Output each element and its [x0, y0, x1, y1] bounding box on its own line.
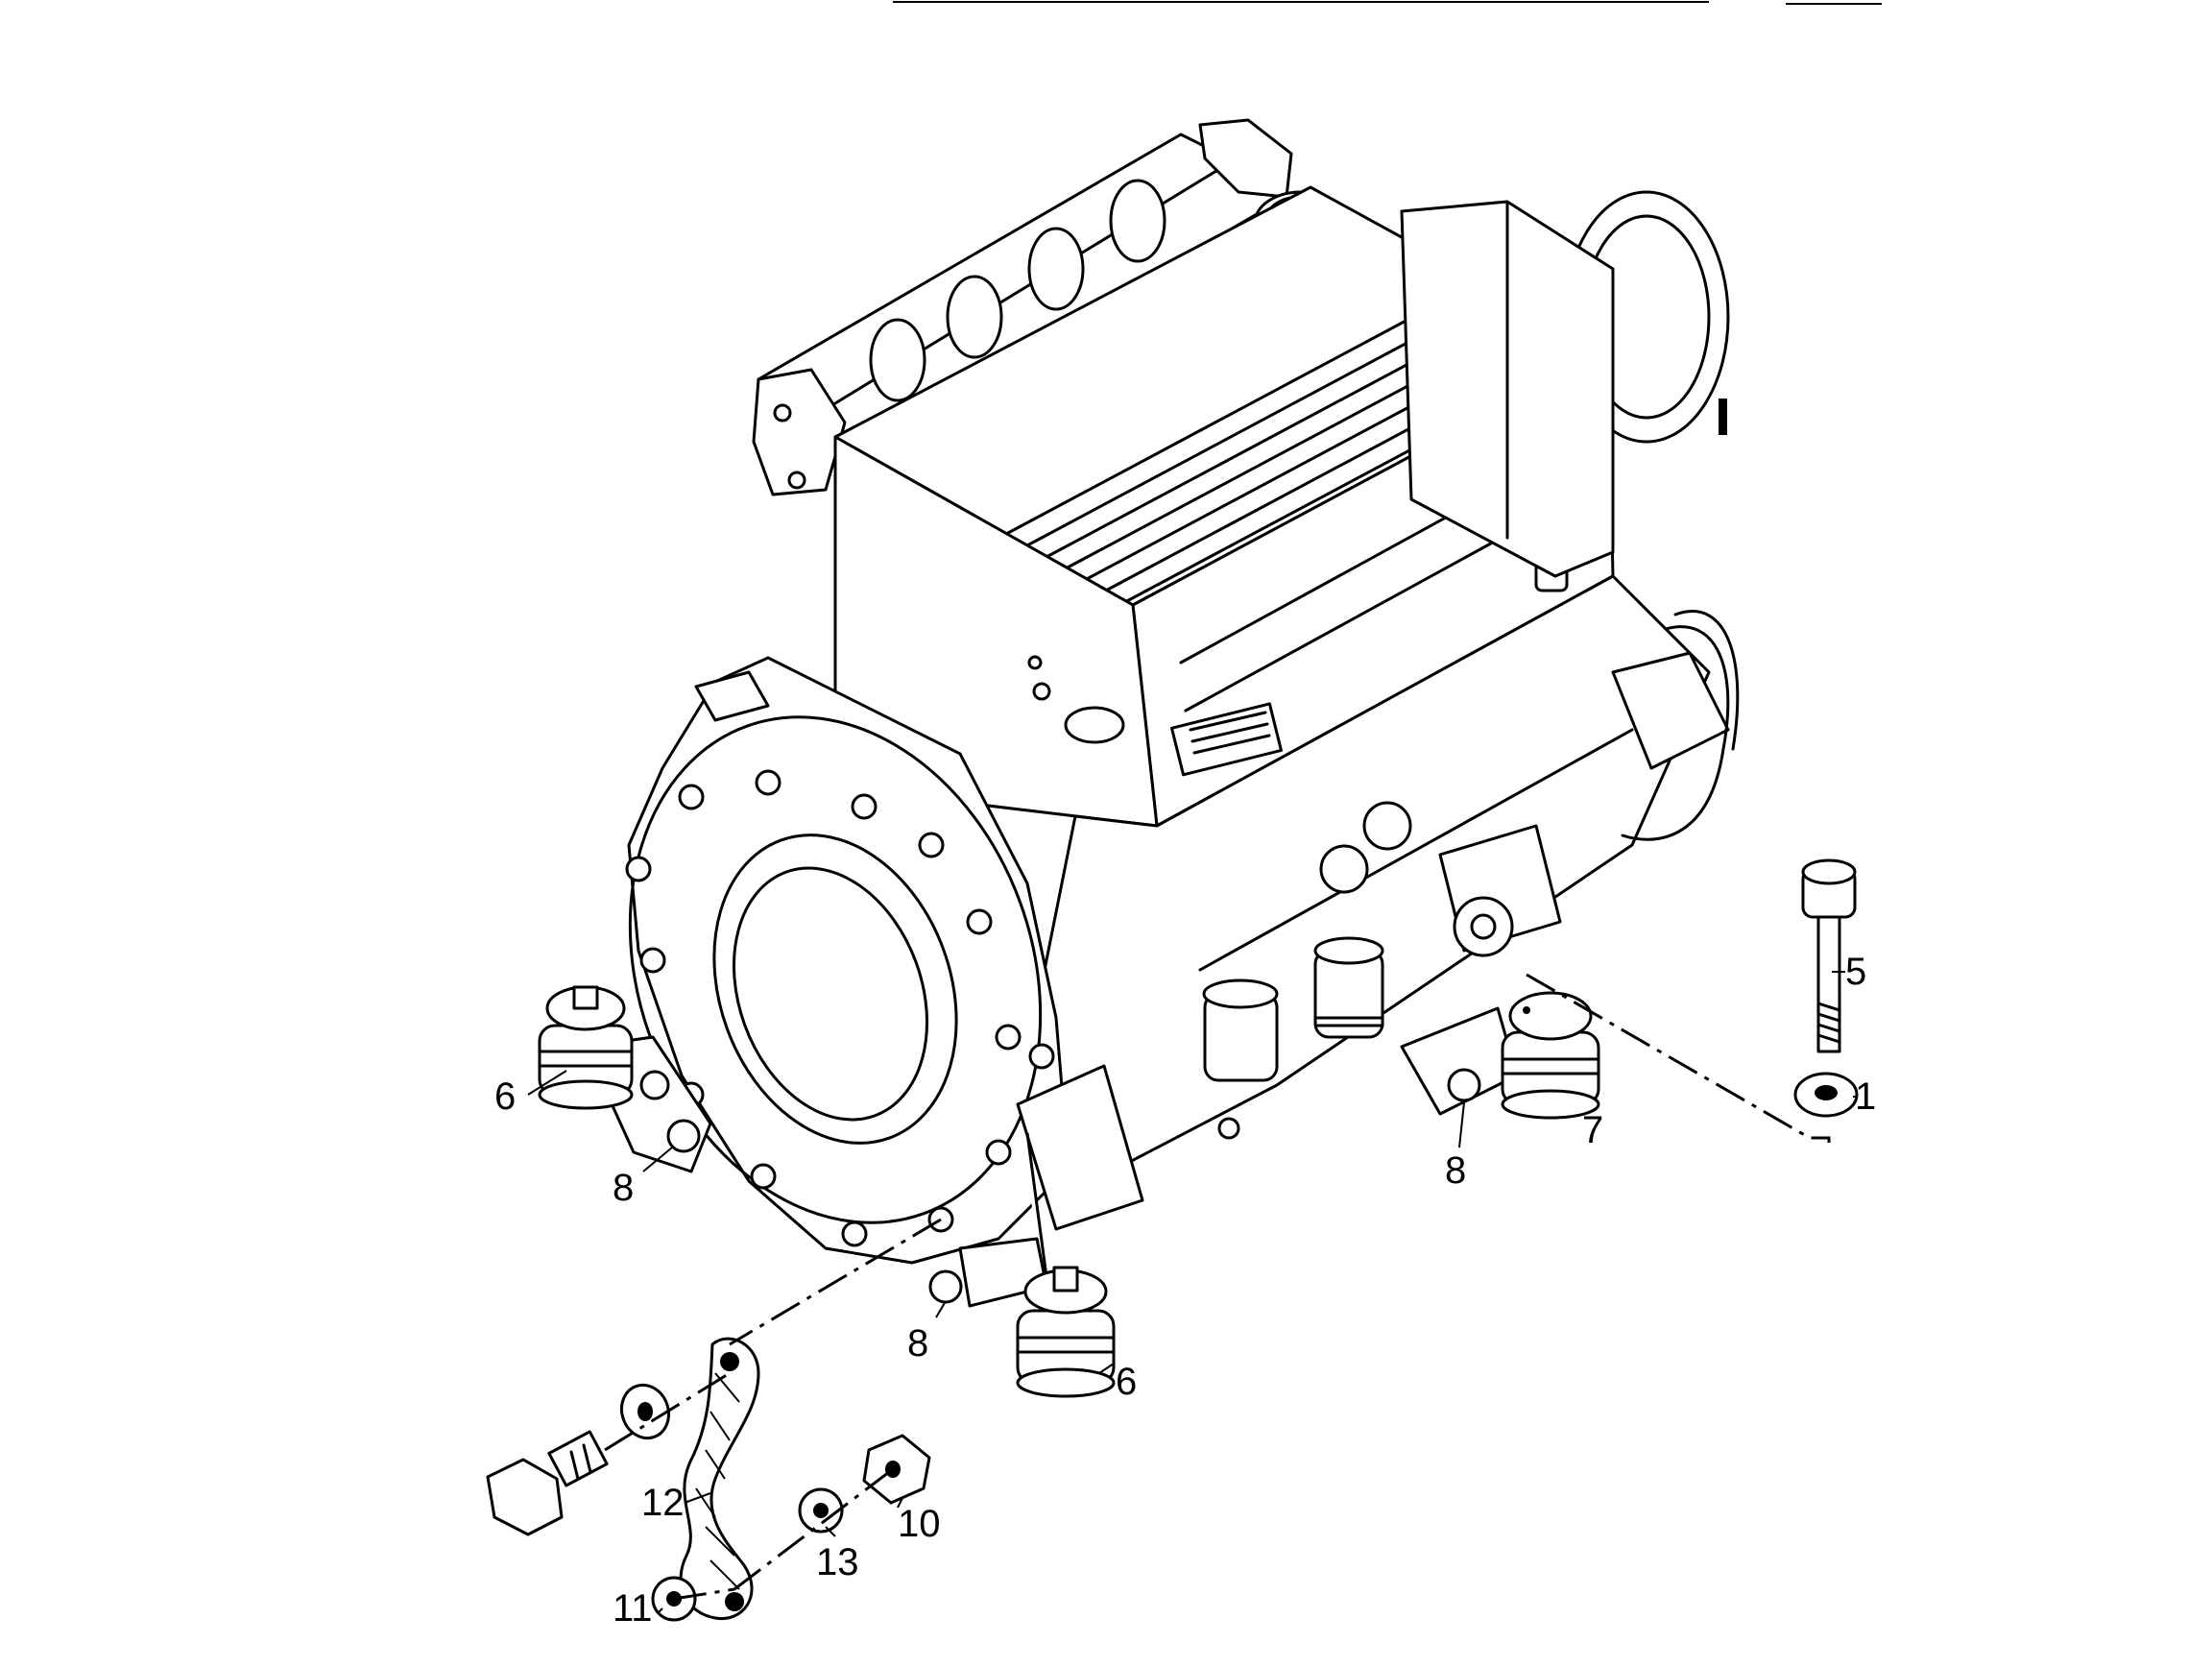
rubber-mount-front	[1016, 1266, 1116, 1398]
mounting-bracket-front	[958, 1043, 1144, 1308]
assembly-line-washer	[673, 1587, 735, 1601]
assembly-line-front	[729, 1218, 942, 1346]
callout-8-front: 8	[907, 1322, 928, 1365]
assembly-line-bolt	[604, 1371, 731, 1452]
rubber-mount-right	[1501, 991, 1600, 1120]
callout-13: 13	[816, 1541, 859, 1583]
assembly-line-right	[1526, 973, 1831, 1143]
mount-bolts	[666, 1068, 1481, 1304]
flywheel-housing	[625, 656, 1068, 1265]
callout-6-front: 6	[1116, 1361, 1137, 1403]
part-washer-1	[1793, 1072, 1859, 1118]
callout-labels: 1 5 6 6 7 8 8 8 10 11 12 13	[494, 951, 1876, 1630]
rubber-mount-left	[538, 985, 634, 1110]
part-bolt-5	[1801, 858, 1857, 1053]
callout-10: 10	[898, 1503, 941, 1545]
part-washer-13	[798, 1487, 844, 1534]
part-hex-bolt	[486, 1430, 609, 1536]
callout-1: 1	[1855, 1075, 1876, 1118]
cooling-fan	[1400, 190, 1730, 578]
callout-5: 5	[1845, 951, 1866, 993]
callout-8-left: 8	[613, 1167, 634, 1209]
part-nut-10	[862, 1434, 931, 1505]
assembly-line-nut	[733, 1467, 894, 1591]
injection-pump	[1319, 610, 1740, 957]
part-washer-bolt	[619, 1383, 671, 1440]
engine-assembly	[584, 118, 1740, 1308]
callout-6-left: 6	[494, 1075, 516, 1118]
part-ground-strap-12	[679, 1337, 760, 1621]
exhaust-manifold	[752, 118, 1293, 496]
callout-12: 12	[641, 1482, 685, 1524]
callout-8-right: 8	[1445, 1149, 1466, 1192]
callout-7: 7	[1582, 1109, 1603, 1151]
scan-edge-marks	[893, 1, 1882, 5]
leader-lines	[527, 971, 1858, 1614]
callout-11: 11	[613, 1587, 653, 1630]
oil-filter	[1202, 936, 1384, 1082]
